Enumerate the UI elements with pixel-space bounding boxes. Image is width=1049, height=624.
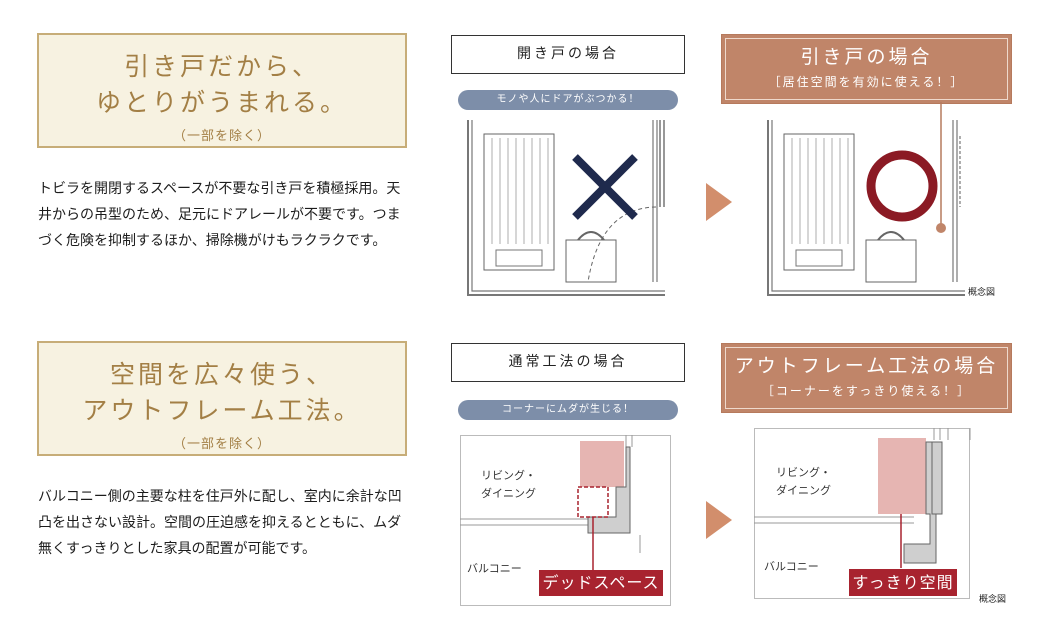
- hinged-door-diagram: [467, 120, 665, 296]
- pill-corner-waste: コーナーにムダが生じる！: [458, 400, 678, 420]
- room-label-living-1: リビング・ ダイニング: [481, 467, 536, 503]
- caption-concept-1: 概念図: [968, 288, 996, 298]
- header-hinged-door: 開き戸の場合: [451, 35, 685, 74]
- header-sliding-door-title: 引き戸の場合: [800, 46, 933, 68]
- title-note: （一部を除く）: [172, 437, 271, 452]
- balcony-label-2: バルコニー: [764, 560, 819, 573]
- caption-concept-2: 概念図: [979, 595, 1007, 605]
- title-line-2: アウトフレーム工法。: [82, 396, 362, 425]
- room-label-line-2: ダイニング: [776, 484, 831, 497]
- title-line-2: ゆとりがうまれる。: [95, 88, 348, 117]
- title-note: （一部を除く）: [172, 129, 271, 144]
- header-outframe-title: アウトフレーム工法の場合: [734, 355, 999, 377]
- dead-space-label: デッドスペース: [539, 570, 663, 596]
- header-outframe-method: アウトフレーム工法の場合 ［コーナーをすっきり使える！］: [721, 343, 1012, 413]
- header-sliding-door-sub: ［居住空間を有効に使える！］: [768, 75, 965, 89]
- room-label-line-1: リビング・: [481, 469, 536, 482]
- description-outframe: バルコニー側の主要な柱を住戸外に配し、室内に余計な凹凸を出さない設計。空間の圧迫…: [38, 489, 402, 557]
- room-label-living-2: リビング・ ダイニング: [776, 464, 831, 500]
- arrow-right-1: [706, 183, 732, 221]
- header-normal-method: 通常工法の場合: [451, 343, 685, 382]
- title-box-sliding-door: 引き戸だから、 ゆとりがうまれる。 （一部を除く）: [37, 33, 407, 148]
- room-label-line-2: ダイニング: [481, 487, 536, 500]
- arrow-right-2: [706, 501, 732, 539]
- balcony-label-1: バルコニー: [467, 562, 522, 575]
- header-outframe-sub: ［コーナーをすっきり使える！］: [761, 384, 972, 398]
- room-label-line-1: リビング・: [776, 466, 831, 479]
- header-sliding-door: 引き戸の場合 ［居住空間を有効に使える！］: [721, 34, 1012, 104]
- title-box-outframe: 空間を広々使う、 アウトフレーム工法。 （一部を除く）: [37, 341, 407, 456]
- sliding-door-diagram: [767, 102, 965, 296]
- clean-space-label: すっきり空間: [849, 569, 957, 596]
- description-sliding-door: トビラを開閉するスペースが不要な引き戸を積極採用。天井からの吊型のため、足元にド…: [38, 181, 401, 249]
- title-line-1: 空間を広々使う、: [109, 360, 334, 389]
- title-line-1: 引き戸だから、: [123, 52, 320, 81]
- pill-hinged-door-problem: モノや人にドアがぶつかる！: [458, 90, 678, 110]
